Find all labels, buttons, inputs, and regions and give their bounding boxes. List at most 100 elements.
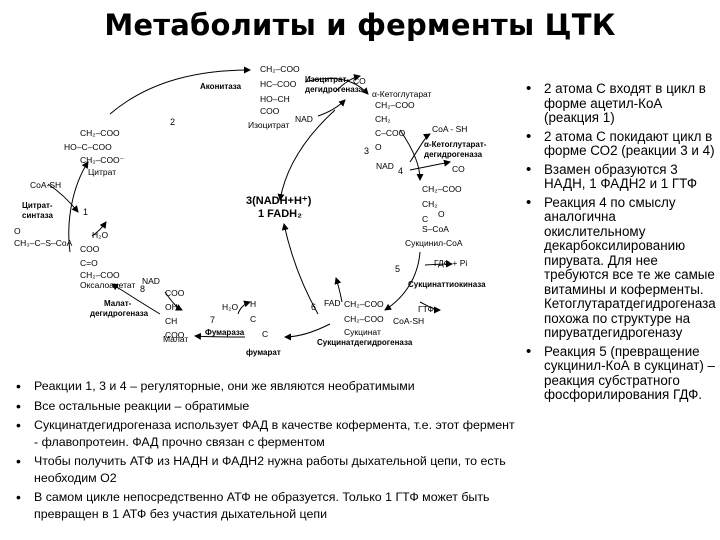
cofactor-coash-1: CoA - SH [432,124,467,134]
akg-struct-2: CH₂ [375,114,391,124]
right-bullet: Реакция 5 (превращение сукцинил-КоА в су… [524,344,718,403]
isocitrate-struct-3: HO–CH [260,94,290,104]
side-arrow-gdp [424,260,453,268]
metabolite-isocitrate: Изоцитрат [248,120,289,130]
enzyme-icdh-1: Изоцитрат- [305,75,349,84]
cofactor-co2-2: CO [452,164,465,174]
fumarate-struct-2: C [250,314,256,324]
bottom-bullet: Реакции 1, 3 и 4 – регуляторные, они же … [8,378,518,395]
arrow-center-nadh [277,109,336,201]
side-arrow-coash-2 [47,183,79,213]
side-arrow-h2o-2 [237,300,251,315]
succinylcoa-struct-2: CH₂ [422,199,438,209]
citrate-struct-1: CH₂–COO [80,128,120,138]
right-bullet: 2 атома С входят в цикл в форме ацетил-К… [524,81,718,126]
side-arrow-fad [334,277,343,303]
metabolite-oxaloacetate: Оксалоацетат [80,280,135,290]
metabolite-fumarate: фумарат [246,348,281,357]
succinylcoa-struct-3: C [422,214,428,224]
bottom-bullet: В самом цикле непосредственно АТФ не обр… [8,489,518,522]
arrow-citrate-to-isocitrate [109,66,251,115]
akg-struct-1: CH₂–COO [375,100,415,110]
side-arrow-coash-1 [409,133,431,163]
right-bullet: Взамен образуются 3 НАДН, 1 ФАДН2 и 1 ГТ… [524,162,718,192]
cofactor-h2o-2: H₂O [222,302,238,312]
citrate-struct-2: HO–C–COO [64,142,112,152]
metabolite-malate: Малат [163,334,188,344]
reaction-number-4: 4 [398,166,403,176]
right-bullet-list: 2 атома С входят в цикл в форме ацетил-К… [524,81,718,407]
arrow-succinate-to-fumarate [284,323,331,341]
fumarate-struct-1: H [250,299,256,309]
oxaloacetate-struct-2: C=O [80,258,98,268]
reaction-number-7: 7 [210,315,215,325]
succinylcoa-struct-1: CH₂–COO [422,184,462,194]
side-arrow-co2-1 [334,74,361,93]
bottom-bullet: Все остальные реакции – обратимые [8,398,518,415]
bottom-bullet: Сукцинатдегидрогеназа использует ФАД в к… [8,417,518,450]
arrow-isocitrate-to-akg [304,77,369,95]
right-bullet: 2 атома С покидают цикл в форме СО2 (реа… [524,129,718,159]
succinate-struct-1: CH₂–COO [344,299,384,309]
page-title: Метаболиты и ферменты ЦТК [104,8,616,42]
malate-struct-3: CH [165,316,177,326]
metabolite-succinylcoa: Сукцинил-CoA [405,238,463,248]
arrow-akg-to-succinylcoa [399,129,424,181]
enzyme-mdh-1: Малат- [104,299,132,308]
bottom-bullet: Чтобы получить АТФ из НАДН и ФАДН2 нужна… [8,453,518,486]
center-nadh: 3(NADH+H⁺) [246,195,312,207]
arrow-fumarate-to-malate [194,332,246,340]
side-arrow-nad-3 [164,291,183,311]
reaction-number-5: 5 [395,264,400,274]
metabolite-citrate: Цитрат [88,167,116,177]
cofactor-nad-3: NAD [142,276,160,286]
diagram-labels: 3(NADH+H⁺) 1 FADH₂ Аконитаза CH₂–COO HC–… [14,64,487,357]
cofactor-gtp: ГТФ [418,304,434,314]
cofactor-fad: FAD [324,298,341,308]
cofactor-coash-2: CoA-SH [393,316,424,326]
malate-struct-1: COO [165,288,185,298]
enzyme-icdh-2: дегидрогеназа [305,85,364,94]
cofactor-coash-3: CoA-SH [30,180,61,190]
cycle-arrows [47,66,453,341]
side-arrow-nad-1 [317,99,346,117]
tca-cycle-diagram: 3(NADH+H⁺) 1 FADH₂ Аконитаза CH₂–COO HC–… [14,64,487,357]
arrow-succinylcoa-to-succinate [384,251,421,311]
isocitrate-struct-2: HC–COO [260,79,297,89]
fumarate-struct-3: C [262,329,268,339]
enzyme-cs-2: синтаза [22,211,54,220]
enzyme-sct: Сукцинаттиокиназа [408,280,486,289]
enzyme-fumarase: Фумараза [205,328,245,337]
side-arrow-co2-2 [409,159,451,171]
metabolite-akg: α-Кетоглутарат [372,89,432,99]
cofactor-nad-1: NAD [295,114,313,124]
malate-struct-4: COO [165,330,185,340]
enzyme-sdh: Сукцинатдегидрогеназа [317,338,413,347]
enzyme-akgdh-1: α-Кетоглутарат- [424,140,487,149]
akg-struct-3: C–COO [375,128,406,138]
cofactor-co2-1: CO [353,76,366,86]
cofactor-gdp-pi: ГДФ + Pi [434,258,467,268]
isocitrate-struct-1: CH₂–COO [260,64,300,74]
enzyme-aconitase: Аконитаза [200,82,242,91]
enzyme-cs-1: Цитрат- [22,201,53,210]
malate-struct-2: OH [165,302,178,312]
succinylcoa-struct-5: O [438,209,445,219]
acetylcoa-struct-2: CH₃–C–S–CoA [14,238,73,248]
reaction-number-2: 2 [170,117,175,127]
bottom-bullet-list: Реакции 1, 3 и 4 – регуляторные, они же … [8,378,518,525]
reaction-number-3: 3 [364,146,369,156]
isocitrate-struct-4: COO [260,106,280,116]
oxaloacetate-struct-1: COO [80,244,100,254]
arrow-malate-to-oxaloacetate [111,283,161,315]
reaction-number-8: 8 [140,284,145,294]
citrate-struct-3: CH₂–COO⁻ [80,155,125,165]
arrow-center-fadh [281,223,319,315]
enzyme-akgdh-2: дегидрогеназа [424,150,483,159]
cofactor-nad-2: NAD [376,161,394,171]
akg-struct-4: O [375,142,382,152]
side-arrow-gtp [419,301,441,314]
center-fadh: 1 FADH₂ [258,208,302,220]
reaction-number-6: 6 [311,302,316,312]
metabolite-succinate: Сукцинат [344,327,381,337]
